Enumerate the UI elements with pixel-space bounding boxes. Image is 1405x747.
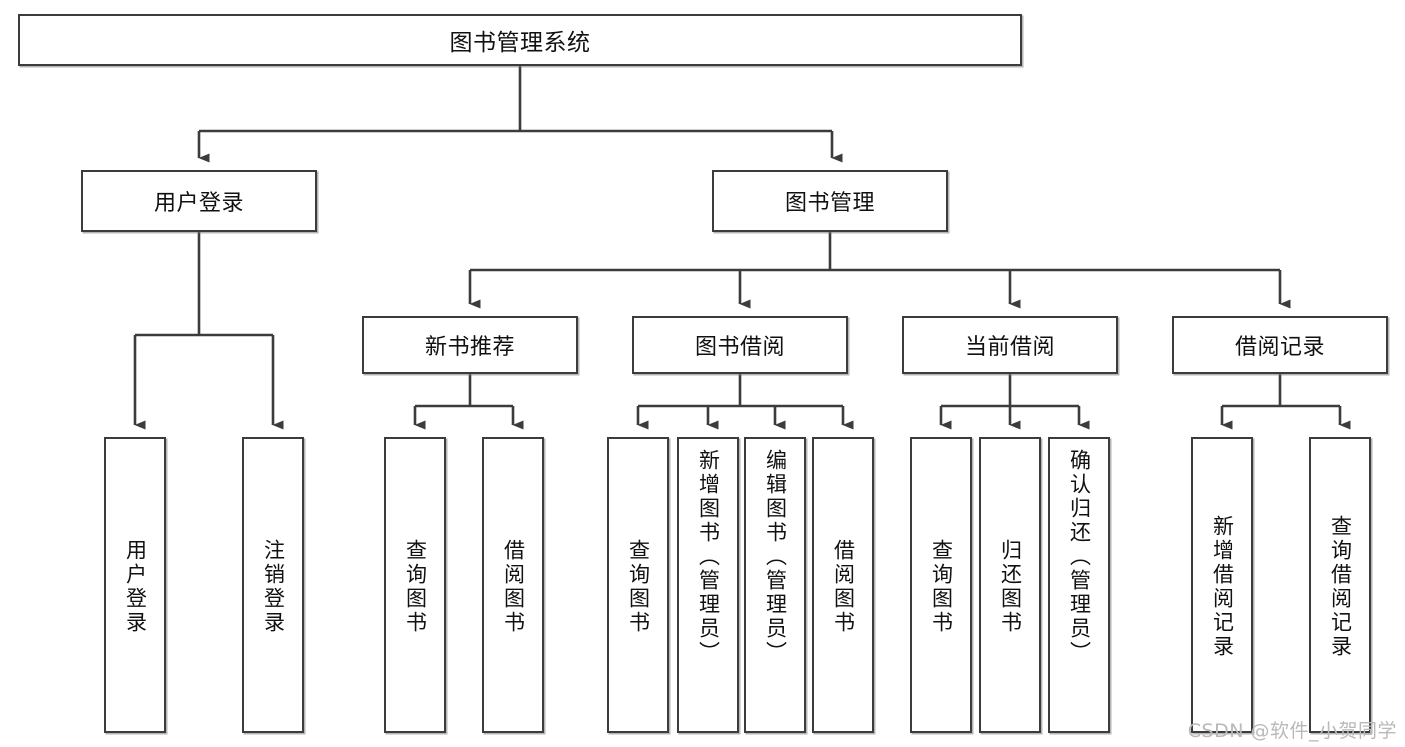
leaf-book-borrow-add[interactable]: 新增图书（管理员）: [677, 437, 739, 733]
leaf-user-login-signout[interactable]: 注销登录: [242, 437, 304, 733]
node-label: 注销登录: [261, 539, 286, 635]
node-label: 用户登录: [123, 539, 148, 635]
node-label: 查询图书: [929, 539, 954, 635]
node-label: 图书管理系统: [449, 30, 591, 56]
node-label: 查询图书: [626, 539, 651, 635]
node-label: 归还图书: [998, 539, 1023, 635]
node-label: 新增借阅记录: [1210, 515, 1235, 659]
leaf-book-borrow-query[interactable]: 查询图书: [607, 437, 669, 733]
node-borrow-record[interactable]: 借阅记录: [1172, 316, 1388, 374]
node-user-login[interactable]: 用户登录: [81, 170, 317, 232]
node-label: 用户登录: [153, 191, 244, 216]
node-label: 借阅图书: [831, 539, 856, 635]
leaf-new-book-borrow[interactable]: 借阅图书: [482, 437, 544, 733]
node-label: 查询图书: [403, 539, 428, 635]
leaf-borrow-record-add[interactable]: 新增借阅记录: [1191, 437, 1253, 733]
node-label: 图书管理: [784, 191, 875, 216]
node-label: 新书推荐: [424, 335, 515, 360]
node-label: 当前借阅: [964, 335, 1055, 360]
leaf-borrow-record-query[interactable]: 查询借阅记录: [1309, 437, 1371, 733]
node-new-book-recommend[interactable]: 新书推荐: [362, 316, 578, 374]
leaf-book-borrow-lend[interactable]: 借阅图书: [812, 437, 874, 733]
node-label: 借阅图书: [501, 539, 526, 635]
leaf-current-borrow-confirm-return[interactable]: 确认归还（管理员）: [1048, 437, 1110, 733]
node-book-management[interactable]: 图书管理: [712, 170, 948, 232]
node-label: 图书借阅: [694, 335, 785, 360]
node-label: 编辑图书（管理员）: [763, 449, 788, 665]
leaf-current-borrow-query[interactable]: 查询图书: [910, 437, 972, 733]
node-current-borrow[interactable]: 当前借阅: [902, 316, 1118, 374]
leaf-current-borrow-return[interactable]: 归还图书: [979, 437, 1041, 733]
leaf-user-login-signin[interactable]: 用户登录: [104, 437, 166, 733]
node-book-borrow[interactable]: 图书借阅: [632, 316, 848, 374]
node-label: 借阅记录: [1234, 335, 1325, 360]
leaf-book-borrow-edit[interactable]: 编辑图书（管理员）: [744, 437, 806, 733]
node-label: 查询借阅记录: [1328, 515, 1353, 659]
node-label: 新增图书（管理员）: [696, 449, 721, 665]
node-label: 确认归还（管理员）: [1067, 449, 1092, 665]
node-root-library-system[interactable]: 图书管理系统: [18, 14, 1022, 66]
leaf-new-book-query[interactable]: 查询图书: [384, 437, 446, 733]
